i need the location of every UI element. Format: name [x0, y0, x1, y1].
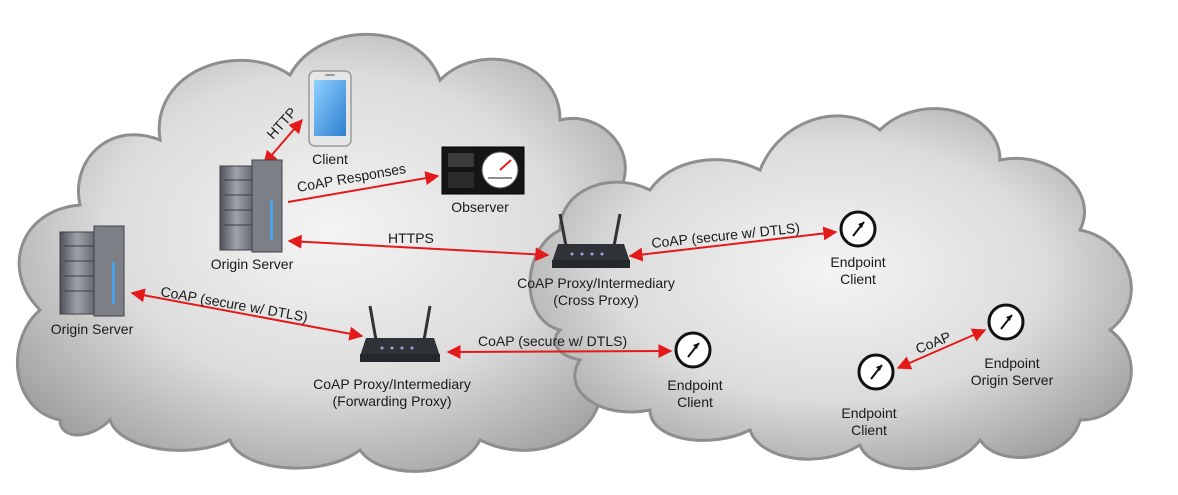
- router-icon: [552, 213, 630, 268]
- endpoint-gauge-icon: [987, 303, 1025, 341]
- forwarding-proxy-label-line2: (Forwarding Proxy): [332, 393, 451, 409]
- endpoint-client-2-line2: Client: [677, 394, 713, 410]
- edges: [130, 118, 987, 370]
- smartphone-icon: [308, 70, 352, 147]
- origin-server-top-label: Origin Server: [211, 256, 294, 272]
- endpoint-client-2-line1: Endpoint: [667, 377, 722, 393]
- server-icon: [59, 225, 125, 317]
- edge-coap-responses: [287, 171, 440, 203]
- endpoint-client-3-line1: Endpoint: [841, 405, 896, 421]
- edge-https: [287, 234, 550, 262]
- endpoint-client-1-line2: Client: [840, 271, 876, 287]
- edge-coap: [896, 328, 987, 370]
- endpoint-gauge-icon: [857, 353, 895, 391]
- edge-coap-secure-left: [130, 288, 364, 341]
- edge-http: [263, 118, 303, 166]
- edge-coap-secure-bottom: [446, 344, 673, 359]
- endpoint-gauge-icon: [674, 331, 712, 369]
- instrument-panel-icon: [441, 146, 525, 195]
- right-cloud: [528, 107, 1133, 471]
- cross-proxy-label-line2: (Cross Proxy): [553, 292, 639, 308]
- edge-coap-secure-top: [628, 226, 838, 262]
- origin-server-left-label: Origin Server: [51, 321, 134, 337]
- forwarding-proxy-label-line1: CoAP Proxy/Intermediary: [313, 376, 471, 392]
- endpoint-origin-server-line1: Endpoint: [984, 355, 1039, 371]
- router-icon: [360, 305, 440, 362]
- cross-proxy-label-line1: CoAP Proxy/Intermediary: [517, 275, 675, 291]
- server-icon: [219, 159, 283, 253]
- endpoint-gauge-icon: [839, 210, 877, 248]
- client-label: Client: [312, 151, 348, 167]
- observer-label: Observer: [451, 199, 509, 215]
- endpoint-client-3-line2: Client: [851, 422, 887, 438]
- edge-label-coap-secure-bottom: CoAP (secure w/ DTLS): [478, 333, 627, 349]
- edge-label-https: HTTPS: [388, 230, 434, 246]
- endpoint-client-1-line1: Endpoint: [830, 254, 885, 270]
- endpoint-origin-server-line2: Origin Server: [971, 372, 1054, 388]
